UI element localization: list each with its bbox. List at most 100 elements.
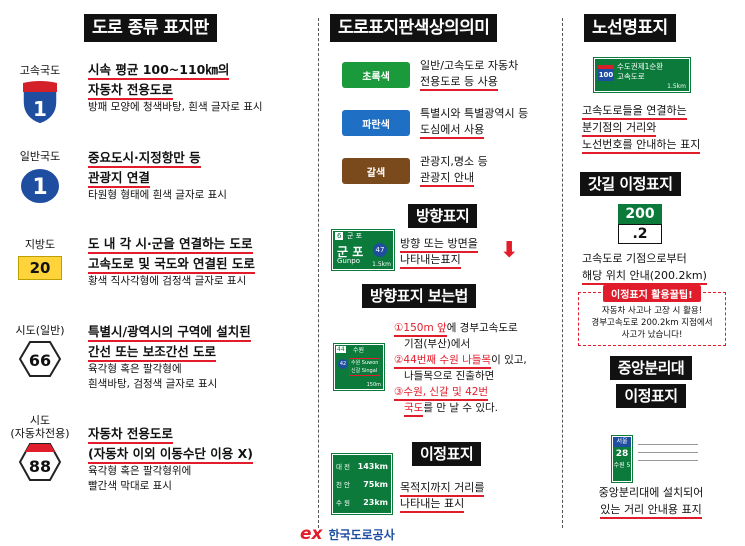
shoulder-sign-top: 200	[618, 204, 662, 224]
howto-dest-a: 수원 Suwon	[351, 360, 379, 366]
row-main-1: 중요도시·지정항만 등	[88, 150, 201, 168]
row-main-2: 관광지 연결	[88, 170, 150, 188]
green-line-1: 일반/고속도로 자동차	[420, 59, 519, 72]
tip-title: 이정표지 활용꿀팁!	[603, 285, 701, 302]
median-sign-bottom: 수원 5	[613, 462, 631, 469]
brown-swatch: 갈색	[342, 158, 410, 184]
howto-point-1a: ①150m 앞	[394, 322, 447, 337]
row-main-1: 특별시/광역시의 구역에 설치된	[88, 324, 251, 342]
howto-sign-dist: 150m	[366, 382, 381, 388]
howto-point-2a: ②44번째 수원 나들목	[394, 354, 492, 369]
tip-line-1: 자동차 사고나 고장 시 활용!	[601, 306, 703, 316]
footer-logo: ex 한국도로공사	[300, 524, 395, 544]
howto-dest-box: 수원 Suwon 신갈 Singal	[349, 358, 381, 376]
shoulder-desc: 고속도로 기점으로부터 해당 위치 안내(200.2km)	[582, 250, 707, 285]
howto-dest-b: 신갈 Singal	[351, 368, 378, 374]
shoulder-sign-bottom: .2	[618, 224, 662, 244]
sign-distance: 1.5km	[372, 261, 391, 268]
row-sub-1: 육각형 혹은 팔각형위에	[88, 465, 192, 477]
shield-number: 1	[33, 97, 47, 121]
route-line-1: 고속도로들을 연결하는	[582, 104, 687, 120]
howto-sign-num: 44	[336, 346, 346, 353]
shoulder-sign-image: 200 .2	[618, 204, 662, 244]
local-road-sign-icon: 20	[18, 256, 62, 280]
row-main-1: 도 내 각 시·군을 연결하는 도로	[88, 236, 253, 254]
divider-left	[318, 18, 319, 528]
route-name-title: 노선명표지	[584, 14, 676, 42]
median-sign-num: 28	[615, 449, 629, 459]
divider-right	[562, 18, 563, 528]
howto-point-1c: 기점(부산)에서	[404, 338, 471, 350]
distance-line-1: 목적지까지 거리를	[400, 481, 485, 497]
oval-number: 1	[32, 175, 47, 200]
distance-sign-title: 이정표지	[412, 442, 482, 466]
shoulder-line-2: 해당 위치 안내(200.2km)	[582, 269, 707, 285]
row-sub-1: 타원형 형태에 흰색 글자로 표시	[88, 189, 227, 201]
direction-line-2: 나타내는표지	[400, 253, 461, 269]
tip-line-2: 경부고속도로 200.2km 지점에서	[591, 318, 713, 328]
direction-line-1: 방향 또는 방면을	[400, 237, 478, 253]
local-road-row: 지방도 20 도 내 각 시·군을 연결하는 도로 고속도로 및 국도와 연결된…	[8, 230, 323, 308]
howto-title: 방향표지 보는법	[362, 284, 476, 308]
howto-point-3a: ③수원, 신갈 및 42번	[394, 386, 489, 401]
row-main-2: 간선 또는 보조간선 도로	[88, 344, 217, 362]
hex-number: 88	[29, 457, 51, 476]
route-sign-dist: 1.5km	[667, 83, 686, 90]
row-label: 시도	[29, 414, 51, 427]
city-road-hexagon-icon: 66	[18, 341, 62, 377]
blue-line-2: 도심에서 사용	[420, 123, 485, 139]
tip-line-3: 사고가 났습니다!	[621, 330, 683, 340]
city-expressway-row: 시도 (자동차전용) 88 자동차 전용도로 (자동차 이외 이동수단 이용 X…	[8, 412, 323, 492]
color-list: 초록색 일반/고속도로 자동차 전용도로 등 사용 파란색 특별시와 특별광역시…	[330, 58, 555, 202]
row-sub-2: 흰색바탕, 검정색 글자로 표시	[88, 378, 218, 390]
howto-text: ①150m 앞에 경부고속도로 기점(부산)에서 ②44번째 수원 나들목이 있…	[394, 320, 527, 417]
blue-line-1: 특별시와 특별광역시 등	[420, 107, 529, 120]
median-line-2: 있는 거리 안내용 표지	[600, 503, 702, 519]
sign-exit-number: 6	[335, 232, 344, 240]
distance-line-2: 나타내는 표시	[400, 497, 465, 513]
expressway-shield-icon: 1	[22, 80, 58, 125]
ex-logo-icon: ex	[300, 524, 323, 544]
row-main-2: 고속도로 및 국도와 연결된 도로	[88, 256, 255, 274]
howto-point-1b: 에 경부고속도로	[446, 322, 518, 334]
sign-exit-label: 군 포	[347, 232, 363, 240]
howto-point-3c: 를 만 날 수 있다.	[423, 402, 498, 414]
direction-sign-image: 6 군 포 군 포 Gunpo 47 1.5km	[331, 229, 395, 271]
down-arrow-icon: ⬇	[500, 238, 519, 263]
shoulder-sign-title: 갓길 이정표지	[580, 172, 681, 196]
color-meaning-title: 도로표지판색상의의미	[330, 14, 498, 42]
org-name: 한국도로공사	[328, 527, 395, 542]
median-title-1: 중앙분리대	[609, 356, 693, 380]
row-main-1: 시속 평균 100~110㎞의	[88, 62, 230, 80]
row-label: 지방도	[24, 238, 56, 251]
row-main-1: 자동차 전용도로	[88, 426, 173, 444]
route-line-3: 노선번호를 안내하는 표지	[582, 138, 701, 154]
color-item-blue: 파란색 특별시와 특별광역시 등 도심에서 사용	[330, 106, 555, 154]
howto-point-2b: 이 있고,	[491, 354, 527, 366]
direction-desc: 방향 또는 방면을 나타내는표지	[400, 236, 478, 269]
median-title-2: 이정표지	[616, 384, 686, 408]
howto-sign-exit: 수원	[353, 347, 365, 354]
median-line-1: 중앙분리대에 설치되어	[598, 486, 704, 499]
howto-point-3b: 국도	[404, 402, 424, 417]
expressway-row: 고속국도 1 시속 평균 100~110㎞의 자동차 전용도로 방패 모양에 청…	[8, 56, 323, 134]
row-label: 고속국도	[19, 64, 61, 77]
sign-route-badge: 47	[373, 243, 387, 257]
row-label-2: (자동차전용)	[10, 427, 70, 440]
color-item-green: 초록색 일반/고속도로 자동차 전용도로 등 사용	[330, 58, 555, 106]
median-sign-top: 서울	[613, 437, 631, 447]
row-main-2: 자동차 전용도로	[88, 82, 173, 100]
sign-city: 군 포	[337, 245, 364, 259]
road-types-title: 도로 종류 표지판	[84, 14, 217, 42]
city-expressway-hexagon-icon: 88	[18, 443, 62, 481]
median-desc: 중앙분리대에 설치되어 있는 거리 안내용 표지	[586, 484, 716, 519]
row-label: 일반국도	[19, 150, 61, 163]
color-item-brown: 갈색 관광지,명소 등 관광지 안내	[330, 154, 555, 202]
row-sub-2: 빨간색 막대로 표시	[88, 480, 172, 492]
